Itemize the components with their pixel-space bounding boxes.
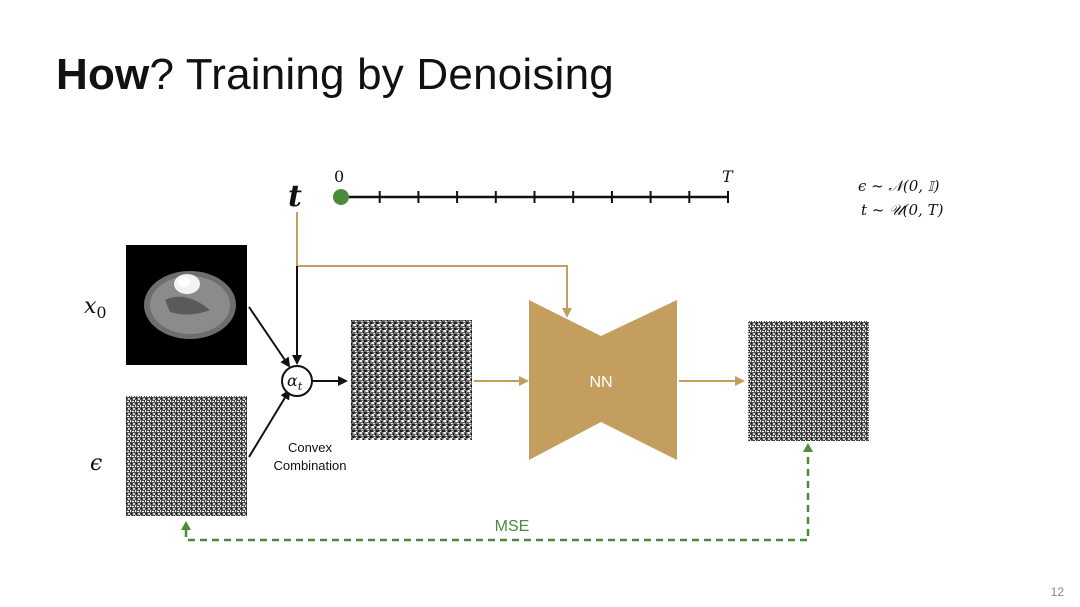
alpha-label: αt — [287, 371, 303, 393]
page-number: 12 — [1050, 585, 1064, 599]
t-to-nn-arrow — [296, 212, 572, 318]
nn-block: NN — [529, 300, 677, 460]
x0-image — [126, 245, 247, 365]
x0-label: x0 — [84, 294, 107, 322]
t-distribution: t ~ 𝒰(0, T) — [861, 201, 944, 219]
epsilon-label: ϵ — [90, 451, 102, 476]
timeline-marker — [333, 189, 349, 205]
timeline-start-label: 0 — [334, 167, 344, 186]
title-rest: ? Training by Denoising — [149, 50, 614, 99]
mse-path — [184, 452, 810, 542]
predicted-noise-image — [748, 321, 869, 441]
timeline: 0 T — [333, 167, 734, 205]
t-label: t — [288, 179, 302, 214]
mse-arrow-right-head — [803, 443, 813, 452]
title-bold-part: How — [56, 50, 150, 99]
mse-arrow-left-head — [181, 521, 191, 530]
noisy-input-image — [351, 320, 472, 440]
epsilon-noise-image — [126, 396, 247, 516]
alpha-node: αt — [281, 365, 313, 397]
nn-label: NN — [589, 374, 612, 391]
timeline-ticks — [378, 191, 729, 203]
timeline-end-label: T — [722, 167, 734, 186]
convex-label-line1: Convex — [288, 440, 333, 455]
convex-label-line2: Combination — [274, 458, 347, 473]
x0-to-alpha-arrow — [248, 306, 291, 368]
epsilon-distribution: ϵ ~ 𝒩(0, 𝕀) — [858, 177, 940, 195]
mse-label: MSE — [495, 518, 530, 535]
epsilon-to-alpha-arrow — [248, 389, 291, 458]
slide-title: How? Training by Denoising — [56, 50, 614, 100]
